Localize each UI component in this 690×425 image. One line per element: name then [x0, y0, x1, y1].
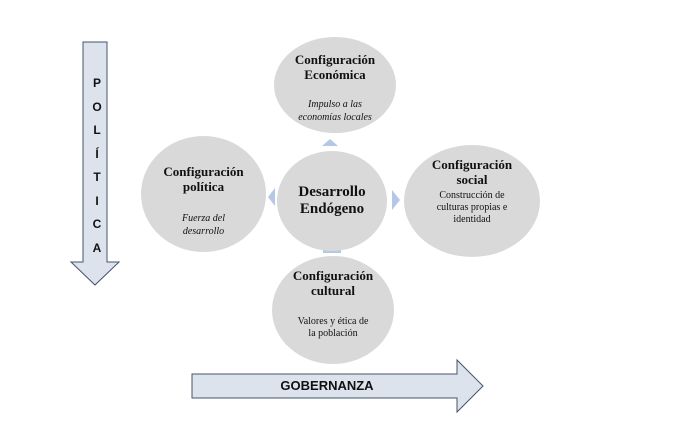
politica-letter: I — [95, 193, 99, 208]
economica-title-line: Configuración — [294, 52, 376, 67]
politica-title: Configuración política — [141, 164, 266, 194]
politica-sub-line: desarrollo — [182, 226, 225, 237]
social-title: Configuración social — [404, 157, 540, 187]
politica-letter: P — [92, 76, 101, 90]
economica-sub-line: Impulso a las — [308, 99, 362, 110]
politica-letter: C — [92, 217, 102, 231]
politica-title-line: política — [182, 179, 225, 194]
economica-circle — [274, 37, 396, 133]
left-connector-arrow — [268, 188, 275, 206]
cultural-circle — [272, 256, 394, 364]
social-circle — [404, 145, 540, 257]
politica-title-line: Configuración — [163, 164, 244, 179]
economica-sub-line: economías locales — [298, 112, 372, 123]
politica-letter: Í — [95, 146, 99, 161]
social-title-line: social — [456, 172, 488, 187]
gobernanza-right-arrow — [191, 358, 484, 414]
cultural-title-line: Configuración — [292, 268, 374, 283]
politica-sub-line: Fuerza del — [181, 213, 226, 224]
cultural-sub-line: la población — [308, 328, 358, 339]
politica-vertical-label: P O L Í T I C A — [87, 72, 107, 260]
cultural-title-line: cultural — [310, 283, 356, 298]
cultural-subtitle: Valores y ética de la población — [272, 316, 394, 340]
cultural-sub-line: Valores y ética de — [297, 316, 369, 327]
social-subtitle: Construcción de culturas propias e ident… — [404, 190, 540, 226]
economica-title: Configuración Económica — [274, 52, 396, 82]
politica-letter: L — [93, 123, 101, 137]
right-connector-arrow — [392, 190, 400, 210]
down-connector-arrow — [323, 249, 341, 253]
politica-down-arrow — [69, 41, 121, 286]
social-sub-line: culturas propias e — [436, 202, 508, 213]
politica-letter: O — [92, 99, 102, 114]
social-title-line: Configuración — [431, 157, 513, 172]
politica-circle — [141, 136, 266, 252]
politica-subtitle: Fuerza del desarrollo — [141, 212, 266, 238]
social-sub-line: identidad — [453, 214, 491, 225]
politica-letter: T — [93, 170, 101, 184]
center-title-line: Desarrollo — [298, 184, 366, 200]
social-sub-line: Construcción de — [439, 190, 505, 201]
up-connector-arrow — [322, 139, 338, 146]
economica-title-line: Económica — [304, 67, 366, 82]
gobernanza-label: GOBERNANZA — [280, 378, 374, 393]
center-title: Desarrollo Endógeno — [277, 184, 387, 218]
politica-letter: A — [92, 240, 102, 255]
center-title-line: Endógeno — [299, 201, 365, 217]
center-circle — [277, 151, 387, 251]
cultural-title: Configuración cultural — [272, 268, 394, 298]
economica-subtitle: Impulso a las economías locales — [274, 98, 396, 124]
